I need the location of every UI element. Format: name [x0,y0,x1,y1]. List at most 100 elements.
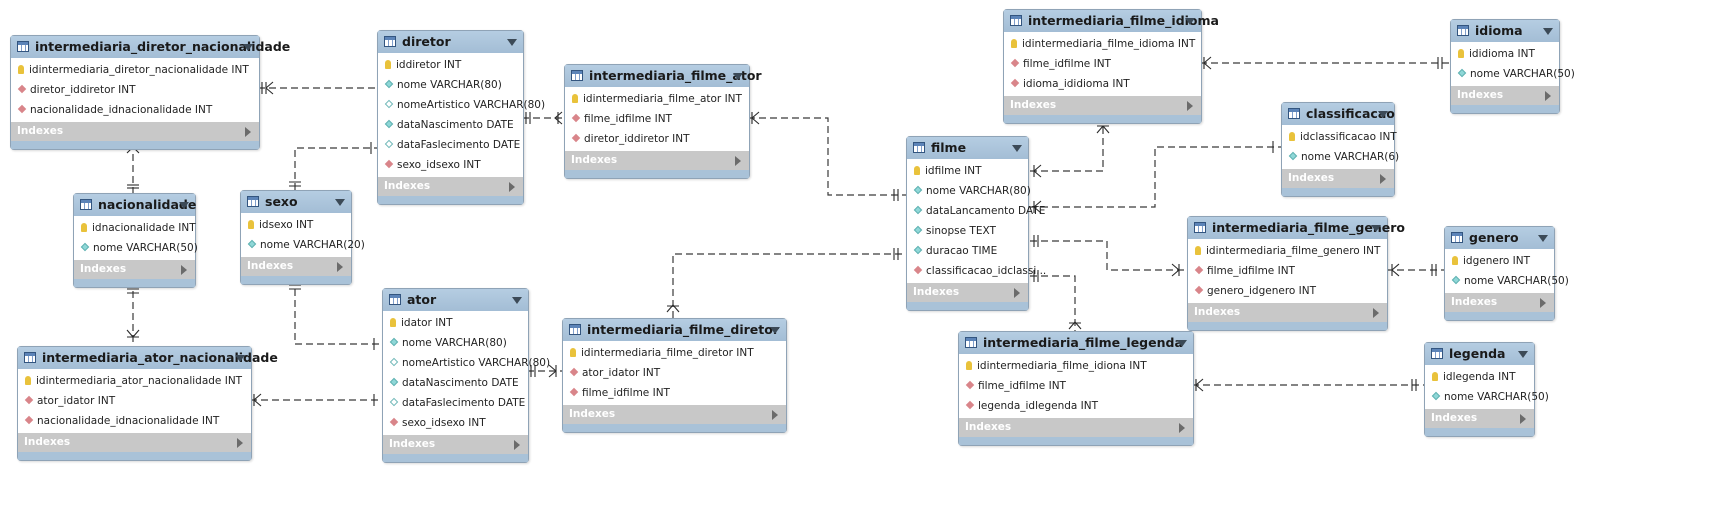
collapse-arrow-icon[interactable] [1185,18,1195,25]
expand-arrow-icon[interactable] [514,440,520,450]
collapse-arrow-icon[interactable] [1378,111,1388,118]
table-header[interactable]: legenda [1425,343,1534,365]
expand-arrow-icon[interactable] [509,182,515,192]
column-row[interactable]: filme_idfilme INT [565,109,749,129]
collapse-arrow-icon[interactable] [770,327,780,334]
column-row[interactable]: idintermediaria_filme_idiona INT [959,356,1193,376]
column-row[interactable]: diretor_iddiretor INT [11,80,259,100]
collapse-arrow-icon[interactable] [235,355,245,362]
column-row[interactable]: nome VARCHAR(50) [1445,271,1569,291]
expand-arrow-icon[interactable] [181,265,187,275]
indexes-section[interactable]: Indexes [1004,96,1201,115]
table-header[interactable]: intermediaria_diretor_nacionalidade [11,36,290,58]
indexes-section[interactable]: Indexes [565,151,749,170]
column-row[interactable]: iddiretor INT [378,55,523,75]
table-header[interactable]: sexo [241,191,351,213]
column-row[interactable]: diretor_iddiretor INT [565,129,749,149]
expand-arrow-icon[interactable] [1520,414,1526,424]
column-row[interactable]: filme_idfilme INT [1188,261,1387,281]
column-row[interactable]: nome VARCHAR(50) [74,238,198,258]
collapse-arrow-icon[interactable] [243,44,253,51]
column-row[interactable]: sinopse TEXT [907,221,1028,241]
column-row[interactable]: nome VARCHAR(50) [1425,387,1549,407]
column-row[interactable]: idgenero INT [1445,251,1554,271]
indexes-section[interactable]: Indexes [1425,409,1534,428]
column-row[interactable]: idfilme INT [907,161,1028,181]
indexes-section[interactable]: Indexes [1445,293,1554,312]
column-row[interactable]: nomeArtistico VARCHAR(80) [383,353,550,373]
table-header[interactable]: intermediaria_filme_ator [565,65,762,87]
column-row[interactable]: nome VARCHAR(80) [907,181,1031,201]
column-row[interactable]: ididioma INT [1451,44,1559,64]
collapse-arrow-icon[interactable] [1371,225,1381,232]
column-row[interactable]: ator_idator INT [563,363,786,383]
column-row[interactable]: idintermediaria_filme_genero INT [1188,241,1387,261]
table-header[interactable]: intermediaria_filme_idioma [1004,10,1219,32]
column-row[interactable]: nome VARCHAR(80) [383,333,528,353]
expand-arrow-icon[interactable] [337,262,343,272]
column-row[interactable]: idlegenda INT [1425,367,1534,387]
table-header[interactable]: genero [1445,227,1554,249]
column-row[interactable]: dataLancamento DATE [907,201,1045,221]
column-row[interactable]: idsexo INT [241,215,351,235]
expand-arrow-icon[interactable] [1373,308,1379,318]
column-row[interactable]: dataNascimento DATE [383,373,528,393]
indexes-section[interactable]: Indexes [959,418,1193,437]
expand-arrow-icon[interactable] [1545,91,1551,101]
expand-arrow-icon[interactable] [1540,298,1546,308]
column-row[interactable]: nome VARCHAR(50) [1451,64,1575,84]
column-row[interactable]: idioma_ididioma INT [1004,74,1201,94]
column-row[interactable]: idintermediaria_filme_ator INT [565,89,749,109]
table-header[interactable]: diretor [378,31,523,53]
expand-arrow-icon[interactable] [735,156,741,166]
column-row[interactable]: nomeArtistico VARCHAR(80) [378,95,545,115]
column-row[interactable]: dataFaslecimento DATE [383,393,528,413]
column-row[interactable]: idintermediaria_filme_diretor INT [563,343,786,363]
column-row[interactable]: classificacao_idclassi... [907,261,1046,281]
collapse-arrow-icon[interactable] [1538,235,1548,242]
table-header[interactable]: ator [383,289,528,311]
collapse-arrow-icon[interactable] [1177,340,1187,347]
indexes-section[interactable]: Indexes [11,122,259,141]
column-row[interactable]: filme_idfilme INT [959,376,1193,396]
collapse-arrow-icon[interactable] [733,73,743,80]
indexes-section[interactable]: Indexes [18,433,251,452]
column-row[interactable]: idintermediaria_ator_nacionalidade INT [18,371,251,391]
indexes-section[interactable]: Indexes [378,177,523,196]
column-row[interactable]: nome VARCHAR(20) [241,235,365,255]
expand-arrow-icon[interactable] [1380,174,1386,184]
column-row[interactable]: nome VARCHAR(80) [378,75,523,95]
column-row[interactable]: ator_idator INT [18,391,251,411]
table-header[interactable]: intermediaria_filme_legenda [959,332,1193,354]
column-row[interactable]: nacionalidade_idnacionalidade INT [11,100,259,120]
expand-arrow-icon[interactable] [237,438,243,448]
indexes-section[interactable]: Indexes [1188,303,1387,322]
table-header[interactable]: idioma [1451,20,1559,42]
column-row[interactable]: nome VARCHAR(6) [1282,147,1399,167]
table-header[interactable]: classificacao [1282,103,1395,125]
column-row[interactable]: sexo_idsexo INT [378,155,523,175]
indexes-section[interactable]: Indexes [563,405,786,424]
column-row[interactable]: dataNascimento DATE [378,115,523,135]
indexes-section[interactable]: Indexes [241,257,351,276]
collapse-arrow-icon[interactable] [1012,145,1022,152]
column-row[interactable]: legenda_idlegenda INT [959,396,1193,416]
indexes-section[interactable]: Indexes [74,260,195,279]
table-header[interactable]: filme [907,137,1028,159]
table-header[interactable]: intermediaria_filme_diretor [563,319,786,341]
collapse-arrow-icon[interactable] [335,199,345,206]
expand-arrow-icon[interactable] [1179,423,1185,433]
